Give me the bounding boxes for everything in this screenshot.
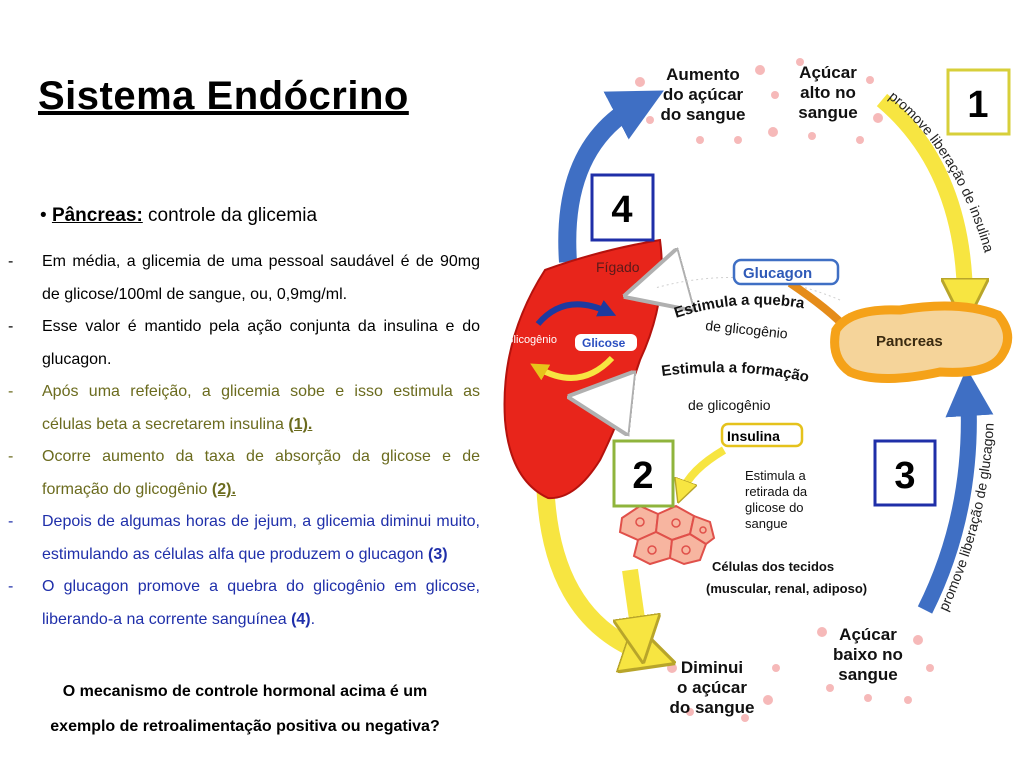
- box-2-label: 2: [632, 455, 653, 497]
- yellow-arrow-insulin-to-tissue: [682, 446, 727, 492]
- formation-path-1: Estimula a formação: [660, 359, 810, 386]
- list-item-text: Depois de algumas horas de jejum, a glic…: [42, 513, 480, 563]
- bottom-right-label: Açúcar baixo no sangue: [833, 625, 903, 684]
- bottom-center-label: Diminui o açúcar do sangue: [669, 658, 754, 717]
- top-right-1: Açúcar: [799, 63, 857, 82]
- list-item: - Ocorre aumento da taxa de absorção da g…: [4, 441, 480, 506]
- box-4-label: 4: [611, 189, 632, 231]
- bottom-right-1: Açúcar: [839, 625, 897, 644]
- box-1: 1: [946, 68, 1011, 136]
- removal-label: Estimula a retirada da glicose do sangue: [745, 468, 808, 531]
- liver-cycle-blue: [535, 300, 617, 326]
- box-3: 3: [873, 439, 937, 507]
- list-dash: -: [8, 253, 14, 270]
- bullet: •: [40, 205, 52, 226]
- tissue-nuclei: [635, 517, 707, 555]
- top-left-2: do açúcar: [663, 85, 744, 104]
- reference-number: (3): [428, 545, 448, 563]
- subtitle-rest: controle da glicemia: [142, 205, 318, 226]
- tissue-cells-title: Células dos tecidos: [712, 559, 834, 574]
- bottom-right-2: baixo no: [833, 645, 903, 664]
- explanation-list: - Em média, a glicemia de uma pessoal sau…: [4, 246, 480, 636]
- subtitle: • Pâncreas: controle da glicemia: [40, 205, 317, 227]
- list-dash: -: [8, 383, 14, 400]
- pancreas-shape: [830, 301, 1013, 383]
- subtitle-lead: Pâncreas:: [51, 205, 143, 226]
- breakdown-text-2: de glicogênio: [705, 317, 789, 342]
- list-item-text: Após uma refeição, a glicemia sobe e iss…: [42, 383, 480, 433]
- question-line-1: O mecanismo de controle hormonal acima é…: [62, 683, 428, 700]
- glucose-label-bg: [575, 334, 637, 351]
- list-item: - Depois de algumas horas de jejum, a gli…: [4, 506, 480, 571]
- formation-text-2: de glicogênio: [688, 397, 771, 413]
- reference-number: (1).: [288, 415, 313, 433]
- list-item-text: O glucagon promove a quebra do glicogêni…: [42, 578, 480, 628]
- box-4: 4: [590, 173, 655, 242]
- page-title: Sistema Endócrino: [38, 74, 409, 118]
- removal-4: sangue: [745, 516, 788, 531]
- top-right-label: Açúcar alto no sangue: [798, 63, 858, 122]
- tissue-cells: [618, 504, 716, 566]
- list-dash: -: [8, 578, 14, 595]
- bottom-center-1: Diminui: [681, 658, 743, 677]
- list-item-text: Em média, a glicemia de uma pessoal saud…: [42, 253, 480, 303]
- pancreas-label: Pancreas: [876, 333, 943, 350]
- glucagon-label: Glucagon: [743, 265, 812, 282]
- top-left-3: do sangue: [660, 105, 745, 124]
- insulin-label-bg: [720, 422, 804, 448]
- yellow-arrow-insulin: [876, 93, 965, 302]
- top-left-1: Aumento: [666, 65, 740, 84]
- list-item: - O glucagon promove a quebra do glicogên…: [4, 571, 480, 636]
- removal-2: retirada da: [745, 484, 808, 499]
- breakdown-text-1: Estimula a quebra: [672, 291, 806, 321]
- bottom-center-2: o açúcar: [677, 678, 747, 697]
- bottom-right-3: sangue: [838, 665, 898, 684]
- removal-1: Estimula a: [745, 468, 806, 483]
- breakdown-path-1: Estimula a quebra: [672, 291, 806, 321]
- yellow-arrow-tissue-down: [630, 568, 640, 640]
- glucagon-label-bg: [732, 258, 840, 286]
- list-dash: -: [8, 448, 14, 465]
- list-item-text: Esse valor é mantido pela ação conjunta …: [42, 318, 480, 368]
- box-2: 2: [612, 439, 675, 508]
- arrow-breakdown-outline: [654, 276, 841, 301]
- removal-3: glicose do: [745, 500, 804, 515]
- list-item: - Em média, a glicemia de uma pessoal sau…: [4, 246, 480, 311]
- top-right-3: sangue: [798, 103, 858, 122]
- bottom-center-3: do sangue: [669, 698, 754, 717]
- question-line-2: exemplo de retroalimentação positiva ou …: [50, 718, 440, 735]
- liver-label: Fígado: [596, 259, 640, 275]
- box-3-label: 3: [894, 455, 915, 497]
- list-item-text: Ocorre aumento da taxa de absorção da gl…: [42, 448, 480, 498]
- reference-number: (4): [291, 610, 311, 628]
- tissue-cells-sub: (muscular, renal, adiposo): [706, 581, 867, 596]
- list-item-text: .: [310, 610, 316, 628]
- reference-number: (2).: [211, 480, 236, 498]
- blue-arrow-to-top: [558, 90, 664, 263]
- formation-text-1: Estimula a formação: [660, 359, 810, 386]
- list-item: - Esse valor é mantido pela ação conjunta…: [4, 311, 480, 376]
- list-dash: -: [8, 513, 14, 530]
- glucose-label: Glicose: [582, 336, 626, 350]
- top-right-2: alto no: [800, 83, 856, 102]
- glycogen-label: Glicogênio: [505, 334, 557, 346]
- insulin-label: Insulina: [727, 428, 780, 444]
- top-left-label: Aumento do açúcar do sangue: [660, 65, 745, 124]
- list-item: - Após uma refeição, a glicemia sobe e is…: [4, 376, 480, 441]
- list-dash: -: [8, 318, 14, 335]
- box-1-label: 1: [967, 84, 988, 126]
- blue-arrow-glucagon: [917, 368, 994, 614]
- arrow-formation: [600, 395, 833, 406]
